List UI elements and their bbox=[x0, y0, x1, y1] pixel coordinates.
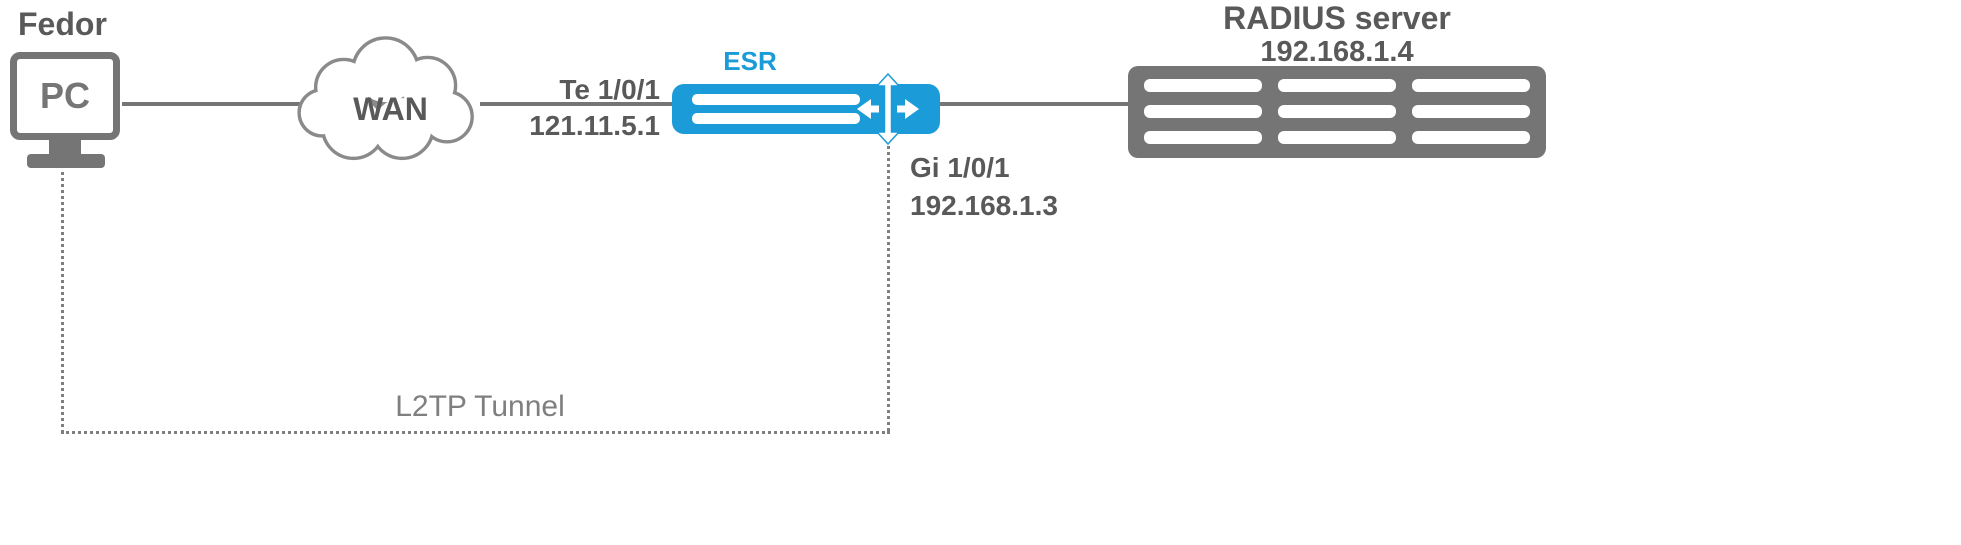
esr-router-icon bbox=[672, 84, 940, 134]
esr-slot bbox=[692, 113, 860, 124]
link-line-wan-esr bbox=[480, 102, 672, 106]
server-slot bbox=[1412, 79, 1530, 92]
radius-server-ip: 192.168.1.4 bbox=[1260, 36, 1414, 68]
wan-label-text: WAN bbox=[353, 90, 428, 127]
pc-stand-icon bbox=[49, 140, 81, 154]
wan-label: WAN bbox=[293, 26, 488, 184]
esr-left-interface-ip: 121.11.5.1 bbox=[529, 110, 660, 141]
server-slot bbox=[1278, 105, 1396, 118]
l2tp-tunnel-line bbox=[61, 431, 890, 434]
server-slot bbox=[1412, 105, 1530, 118]
server-slot bbox=[1278, 79, 1396, 92]
server-slot bbox=[1144, 105, 1262, 118]
four-way-arrows-icon bbox=[857, 73, 919, 145]
server-slot bbox=[1144, 131, 1262, 144]
esr-label: ESR bbox=[723, 46, 777, 76]
pc-icon: PC bbox=[10, 52, 120, 140]
esr-right-interface-name: Gi 1/0/1 bbox=[910, 152, 1010, 183]
wan-cloud-icon bbox=[297, 36, 474, 161]
radius-server-icon bbox=[1128, 66, 1546, 158]
esr-right-interface-ip: 192.168.1.3 bbox=[910, 190, 1058, 221]
pc-base-icon bbox=[27, 154, 105, 168]
l2tp-tunnel-line-pc bbox=[61, 172, 64, 433]
server-slot bbox=[1278, 131, 1396, 144]
l2tp-tunnel-line-esr bbox=[887, 146, 890, 431]
link-line-pc-wan bbox=[122, 102, 312, 106]
radius-server-title: RADIUS server bbox=[1223, 0, 1451, 36]
l2tp-tunnel-label: L2TP Tunnel bbox=[395, 390, 565, 423]
pc-hostname-label: Fedor bbox=[18, 6, 107, 42]
server-slot bbox=[1144, 79, 1262, 92]
link-line-esr-server bbox=[940, 102, 1128, 106]
esr-slot bbox=[692, 94, 860, 105]
esr-left-interface-name: Te 1/0/1 bbox=[559, 74, 660, 105]
server-slot bbox=[1412, 131, 1530, 144]
pc-label: PC bbox=[39, 75, 90, 116]
